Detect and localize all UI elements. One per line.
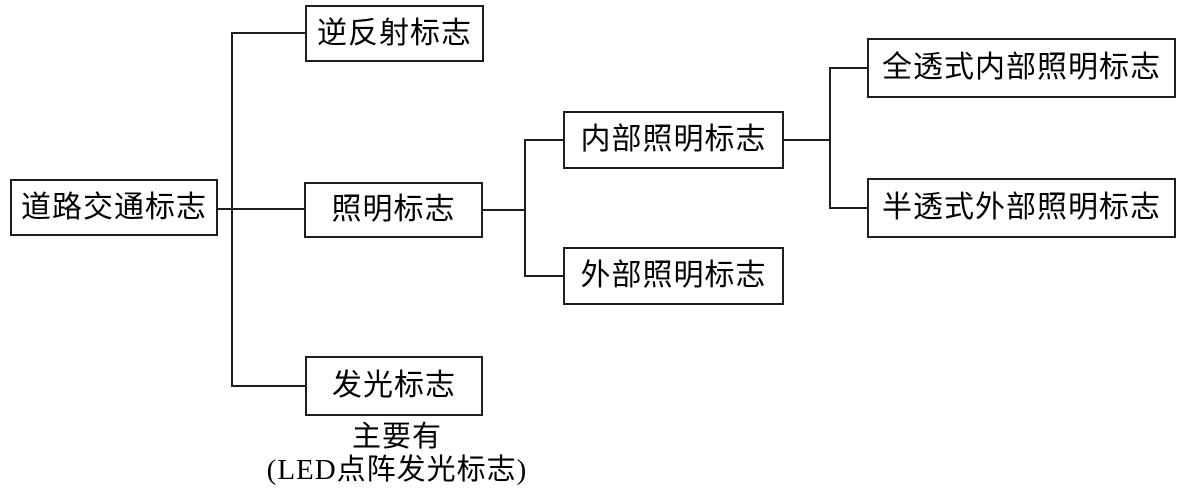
caption-line-1: 主要有 xyxy=(351,421,442,453)
node-illuminated-sign: 照明标志 xyxy=(304,182,483,238)
node-label: 内部照明标志 xyxy=(580,123,767,156)
caption-line-2: (LED点阵发光标志) xyxy=(266,454,528,486)
node-label: 照明标志 xyxy=(331,193,456,226)
luminous-sign-caption: 主要有 (LED点阵发光标志) xyxy=(230,421,564,487)
node-internal-illuminated-sign: 内部照明标志 xyxy=(563,111,784,169)
node-retroreflective-sign: 逆反射标志 xyxy=(305,5,484,62)
node-label: 半透式外部照明标志 xyxy=(882,191,1161,224)
node-luminous-sign: 发光标志 xyxy=(305,356,483,416)
node-semi-transparent-external-sign: 半透式外部照明标志 xyxy=(867,178,1176,238)
node-label: 全透式内部照明标志 xyxy=(882,51,1161,84)
node-label: 道路交通标志 xyxy=(21,190,207,224)
node-road-traffic-signs: 道路交通标志 xyxy=(10,179,218,236)
node-label: 逆反射标志 xyxy=(317,16,472,50)
node-external-illuminated-sign: 外部照明标志 xyxy=(563,247,784,305)
node-label: 发光标志 xyxy=(332,369,456,402)
node-label: 外部照明标志 xyxy=(580,259,767,292)
node-fully-transparent-internal-sign: 全透式内部照明标志 xyxy=(867,38,1176,98)
